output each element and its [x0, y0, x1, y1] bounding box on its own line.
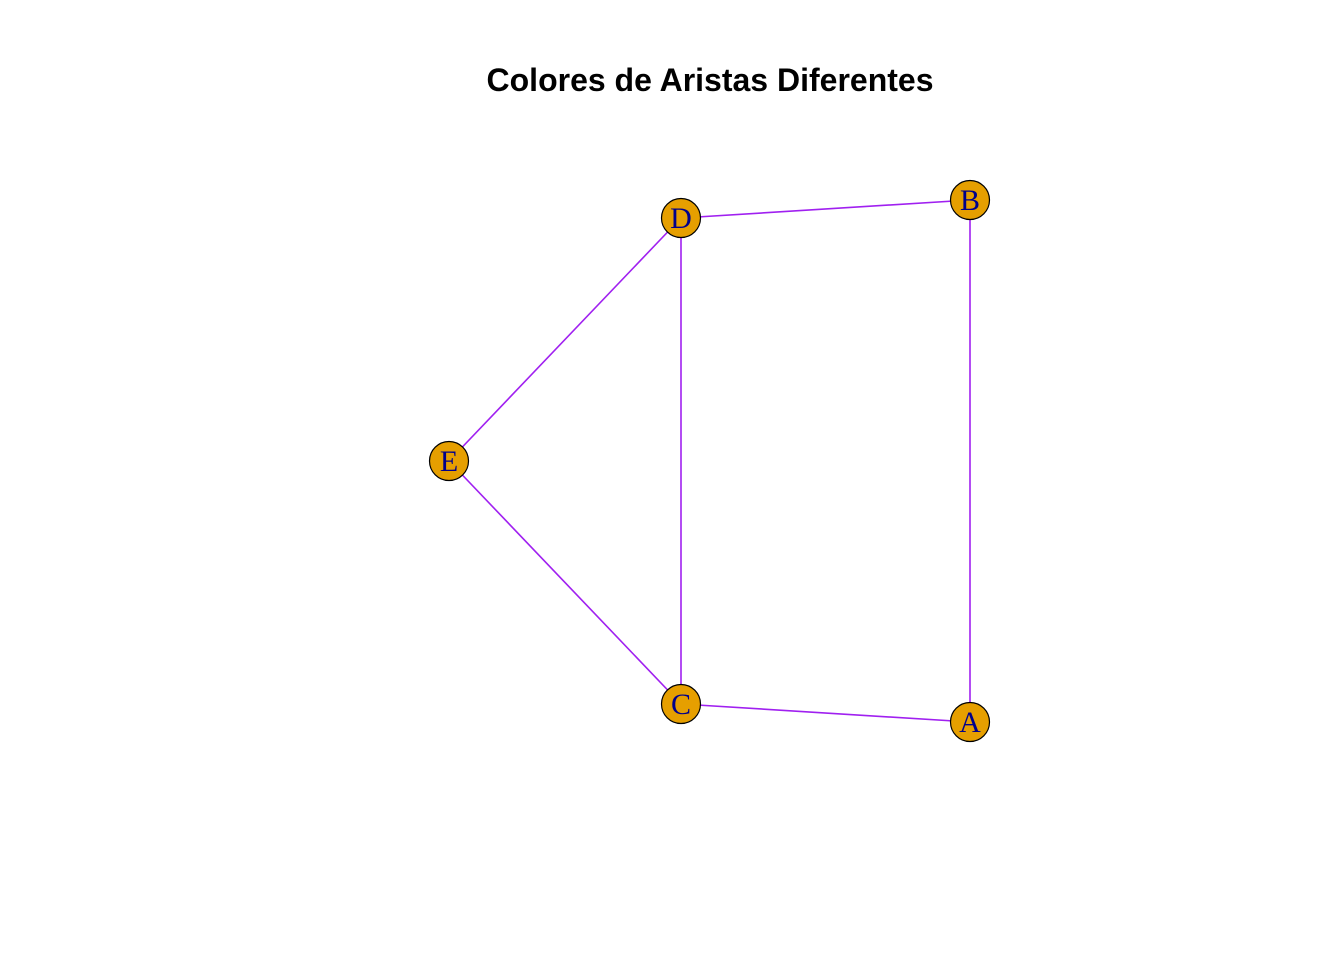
- edge-d-b: [680, 199, 971, 219]
- node-circle-d: [660, 197, 702, 239]
- nodes-layer: A B C D E: [428, 179, 991, 743]
- node-label-c: C: [671, 688, 691, 721]
- node-label-b: B: [960, 184, 980, 217]
- edge-e-c: [448, 460, 682, 705]
- node-label-a: A: [959, 706, 981, 739]
- node-b: B: [949, 179, 991, 221]
- node-label-e: E: [440, 445, 458, 478]
- node-label-d: D: [670, 202, 692, 235]
- node-a: A: [949, 701, 991, 743]
- edge-e-d: [448, 217, 682, 462]
- node-d: D: [660, 197, 702, 239]
- chart-title: Colores de Aristas Diferentes: [487, 62, 934, 98]
- edge-c-a: [680, 703, 971, 723]
- edges-layer: [448, 199, 971, 723]
- node-circle-a: [949, 701, 991, 743]
- node-c: C: [660, 683, 702, 725]
- node-circle-e: [428, 440, 470, 482]
- node-circle-b: [949, 179, 991, 221]
- node-circle-c: [660, 683, 702, 725]
- node-e: E: [428, 440, 470, 482]
